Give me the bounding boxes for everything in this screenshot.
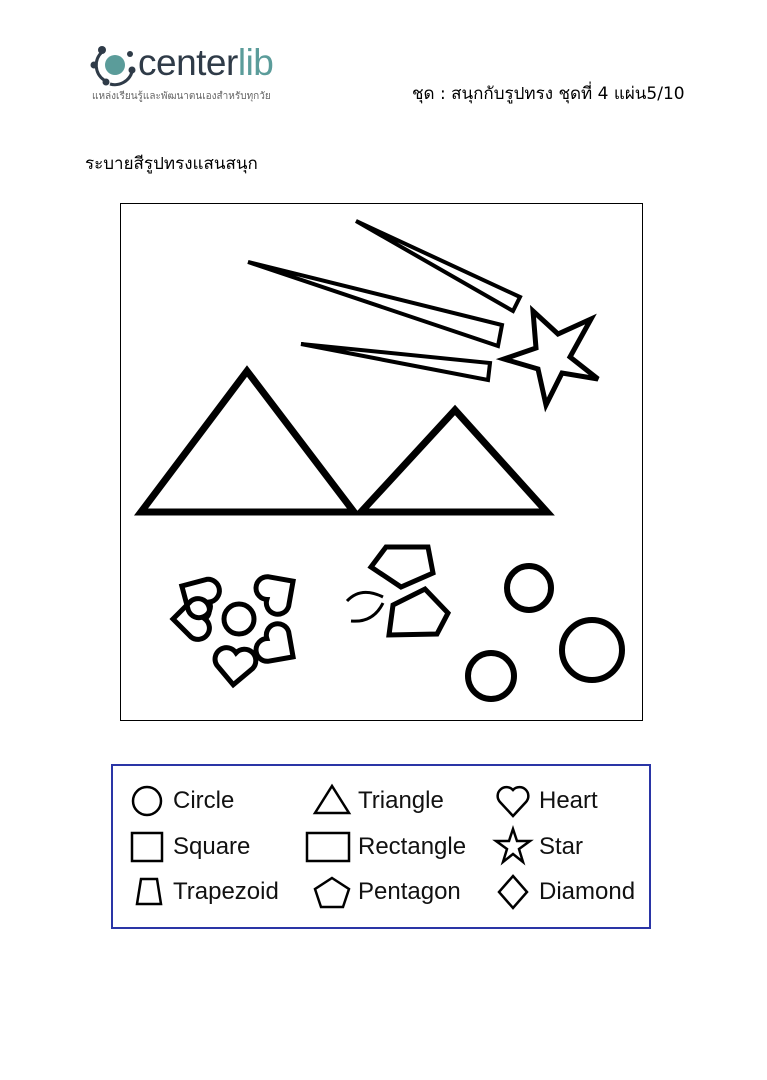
heart-shape[interactable] <box>169 596 212 642</box>
legend-label-triangle: Triangle <box>358 787 444 814</box>
legend-label-pentagon: Pentagon <box>358 878 461 905</box>
circle-shape[interactable] <box>559 617 625 683</box>
square-icon <box>130 831 164 863</box>
trapezoid-icon <box>135 877 163 906</box>
circle-shape[interactable] <box>465 650 517 702</box>
heart-shape[interactable] <box>252 619 305 673</box>
legend-label-rectangle: Rectangle <box>358 833 467 860</box>
logo-wordmark: centerlib <box>138 42 274 84</box>
legend-label-square: Square <box>173 833 251 860</box>
legend-label-circle: Circle <box>173 787 235 814</box>
heart-shape[interactable] <box>252 564 305 618</box>
heart-icon <box>496 785 530 818</box>
logo-tagline: แหล่งเรียนรู้และพัฒนาตนเองสำหรับทุกวัย <box>92 91 271 102</box>
legend-label-diamond: Diamond <box>539 878 636 905</box>
shooting-star-trails <box>247 219 523 383</box>
triangle-shape[interactable] <box>353 404 555 516</box>
circle-shape[interactable] <box>504 563 554 613</box>
instruction: ระบายสีรูปทรงแสนสนุก <box>85 154 258 174</box>
pentagon-icon <box>313 876 351 909</box>
star-shape[interactable] <box>495 304 600 413</box>
legend-label-heart: Heart <box>539 787 598 814</box>
star-icon <box>492 825 534 866</box>
logo-name-accent: lib <box>237 42 274 83</box>
heart-shape[interactable] <box>212 645 259 689</box>
butterfly <box>345 544 452 638</box>
coloring-picture <box>120 203 643 721</box>
rectangle-icon <box>305 831 351 863</box>
logo-name: center <box>138 42 238 83</box>
set-title: ชุด : สนุกกับรูปทรง ชุดที่ 4 แผ่น5/10 <box>412 84 685 104</box>
triangle-shape[interactable] <box>133 365 362 516</box>
legend-label-star: Star <box>539 833 584 860</box>
diamond-icon <box>497 874 529 910</box>
circle-shape[interactable] <box>221 601 257 637</box>
shape-legend: Circle Triangle Heart Square Rectangle S… <box>111 764 651 929</box>
pentagon-shape[interactable] <box>367 544 436 590</box>
heart-shape[interactable] <box>172 568 224 622</box>
flower <box>169 564 305 689</box>
logo-icon <box>90 46 136 87</box>
triangle-icon <box>312 783 352 815</box>
pentagon-shape[interactable] <box>386 585 452 638</box>
legend-label-trapezoid: Trapezoid <box>173 878 279 905</box>
circle-icon <box>131 785 163 817</box>
